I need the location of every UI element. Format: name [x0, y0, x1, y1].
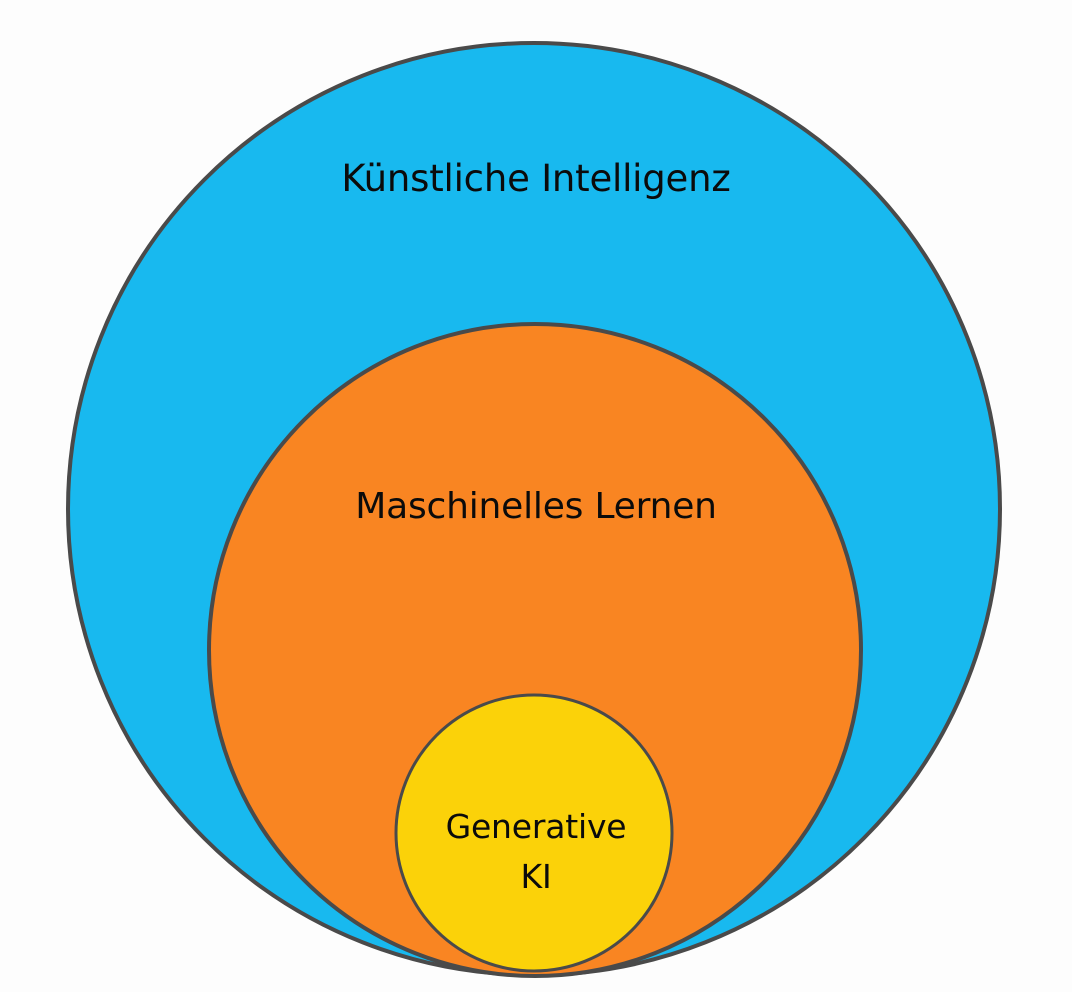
- circle-machine-learning[interactable]: [207, 322, 863, 978]
- circle-generative-ai[interactable]: [394, 693, 674, 973]
